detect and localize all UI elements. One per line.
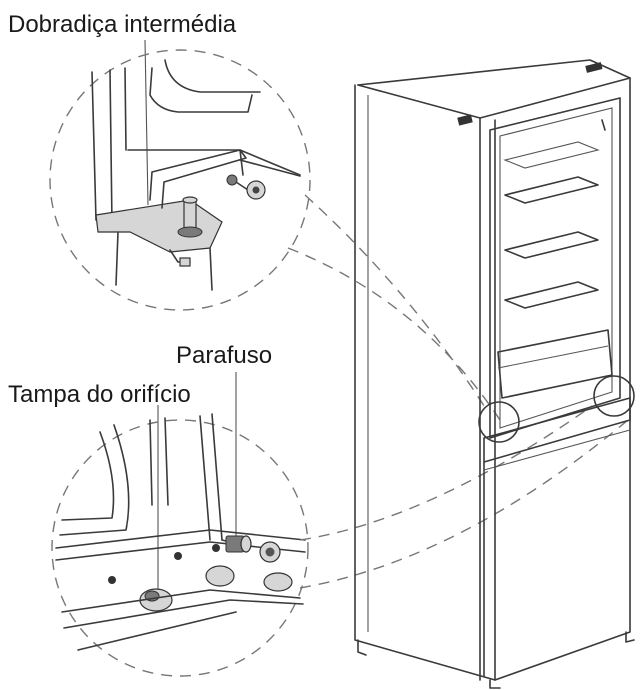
- hinge-plate: [95, 199, 223, 253]
- detail-circle-top: [49, 49, 311, 311]
- label-hinge: Dobradiça intermédia: [8, 11, 237, 38]
- leader-hinge: [144, 39, 149, 206]
- label-screw: Parafuso: [176, 342, 272, 369]
- refrigerator-illustration: [354, 59, 635, 689]
- detail-circle-bottom: [51, 419, 309, 677]
- connector-lines: [287, 194, 629, 589]
- hinge-detail-view: [49, 49, 311, 311]
- label-hole-cover: Tampa do orifício: [8, 381, 191, 408]
- hole-cover-detail-view: [51, 413, 309, 677]
